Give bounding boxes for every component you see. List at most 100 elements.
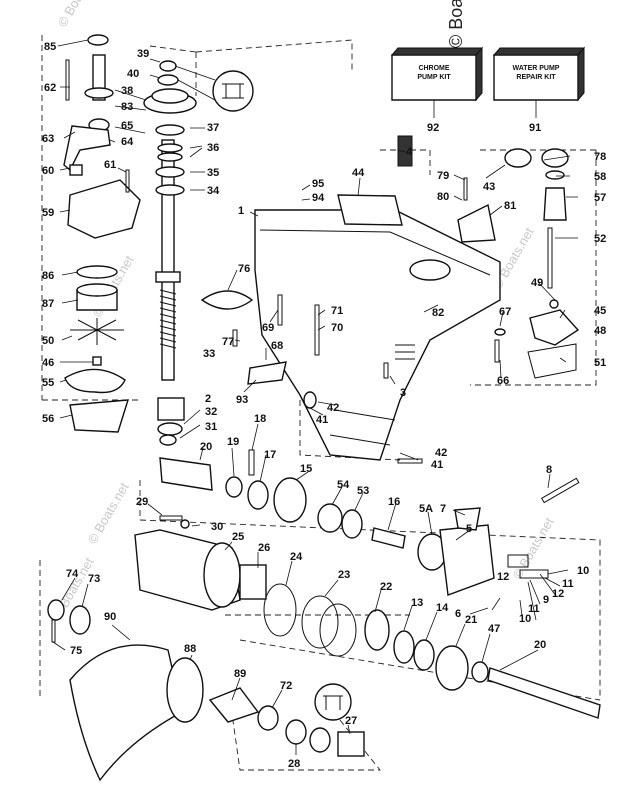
callout-67: 67 xyxy=(499,306,511,318)
callout-5: 5 xyxy=(466,523,472,535)
callout-76: 76 xyxy=(238,263,250,275)
bearing-carrier xyxy=(134,515,601,719)
callout-30: 30 xyxy=(211,521,223,533)
callout-53: 53 xyxy=(357,485,369,497)
callout-64: 64 xyxy=(121,136,134,148)
callout-1: 1 xyxy=(238,205,244,217)
assembly-boundary-housing xyxy=(195,39,431,461)
callout-42b: 42 xyxy=(435,447,447,459)
callout-13: 13 xyxy=(411,597,423,609)
callout-6: 6 xyxy=(455,608,461,620)
callout-88: 88 xyxy=(184,643,196,655)
callout-43: 43 xyxy=(483,181,495,193)
callouts: 85 62 39 40 38 83 65 64 63 37 36 35 34 6… xyxy=(42,41,606,770)
callout-56: 56 xyxy=(42,413,54,425)
callout-52: 52 xyxy=(594,233,606,245)
callout-29: 29 xyxy=(136,496,148,508)
callout-36: 36 xyxy=(207,142,219,154)
callout-32: 32 xyxy=(205,406,217,418)
callout-12: 12 xyxy=(497,571,509,583)
callout-70: 70 xyxy=(331,322,343,334)
callout-90: 90 xyxy=(104,611,116,623)
callout-82: 82 xyxy=(432,307,444,319)
callout-23: 23 xyxy=(338,569,350,581)
callout-95: 95 xyxy=(312,178,324,190)
callout-37: 37 xyxy=(207,122,219,134)
callout-85: 85 xyxy=(44,41,56,53)
callout-4: 4 xyxy=(406,146,413,158)
callout-42: 42 xyxy=(327,402,339,414)
callout-17: 17 xyxy=(264,449,276,461)
leader-lines xyxy=(52,39,578,755)
anode-4 xyxy=(397,135,413,167)
callout-59: 59 xyxy=(42,207,54,219)
callout-11: 11 xyxy=(562,578,574,590)
callout-41b: 41 xyxy=(431,459,443,471)
callout-73: 73 xyxy=(88,573,100,585)
callout-5a: 5A xyxy=(419,503,433,515)
callout-20: 20 xyxy=(200,441,212,453)
callout-58: 58 xyxy=(594,171,606,183)
callout-69: 69 xyxy=(262,322,274,334)
pump-housing-stack xyxy=(143,60,197,196)
callout-72: 72 xyxy=(280,680,292,692)
callout-39: 39 xyxy=(137,48,149,60)
callout-79: 79 xyxy=(437,170,449,182)
callout-25: 25 xyxy=(232,531,244,543)
watermark-1: © Boats.net xyxy=(55,0,102,29)
callout-66: 66 xyxy=(497,375,509,387)
callout-51: 51 xyxy=(594,357,606,369)
callout-81: 81 xyxy=(504,200,516,212)
callout-19: 19 xyxy=(227,436,239,448)
callout-71: 71 xyxy=(331,305,343,317)
callout-75: 75 xyxy=(70,645,82,657)
callout-54: 54 xyxy=(337,479,350,491)
assembly-boundary-right xyxy=(470,149,597,386)
svg-text:PUMP KIT: PUMP KIT xyxy=(417,74,451,81)
callout-27: 27 xyxy=(345,715,357,727)
callout-57: 57 xyxy=(594,192,606,204)
callout-45: 45 xyxy=(594,305,606,317)
callout-89: 89 xyxy=(234,668,246,680)
assembly-boundary-lower xyxy=(39,480,601,701)
callout-7: 7 xyxy=(440,503,446,515)
callout-26: 26 xyxy=(258,542,270,554)
left-upper-parts xyxy=(63,34,141,433)
callout-11b: 11 xyxy=(528,603,540,615)
callout-60: 60 xyxy=(42,165,54,177)
callout-83: 83 xyxy=(121,101,133,113)
callout-35: 35 xyxy=(207,167,219,179)
callout-50: 50 xyxy=(42,335,54,347)
callout-14: 14 xyxy=(436,602,449,614)
callout-63: 63 xyxy=(42,133,54,145)
callout-31: 31 xyxy=(205,421,217,433)
callout-9: 9 xyxy=(543,594,549,606)
callout-22: 22 xyxy=(380,581,392,593)
callout-16: 16 xyxy=(388,496,400,508)
callout-33: 33 xyxy=(203,348,215,360)
callout-68: 68 xyxy=(271,340,283,352)
callout-3: 3 xyxy=(400,387,406,399)
callout-44: 44 xyxy=(352,167,365,179)
callout-94: 94 xyxy=(312,192,325,204)
callout-40: 40 xyxy=(127,68,139,80)
callout-49: 49 xyxy=(531,277,543,289)
callout-55: 55 xyxy=(42,377,54,389)
svg-text:CHROME: CHROME xyxy=(418,65,449,72)
callout-10b: 10 xyxy=(519,613,531,625)
callout-77: 77 xyxy=(222,336,234,348)
callout-92: 92 xyxy=(427,122,439,134)
callout-80: 80 xyxy=(437,191,449,203)
corner-watermark: © Boats.net xyxy=(446,0,466,48)
callout-20b: 20 xyxy=(534,639,546,651)
callout-28: 28 xyxy=(288,758,300,770)
callout-62: 62 xyxy=(44,82,56,94)
callout-74: 74 xyxy=(66,568,79,580)
driveshaft xyxy=(155,139,181,381)
callout-34: 34 xyxy=(207,185,220,197)
callout-86: 86 xyxy=(42,270,54,282)
callout-46: 46 xyxy=(42,357,54,369)
callout-15: 15 xyxy=(300,463,312,475)
svg-text:REPAIR KIT: REPAIR KIT xyxy=(516,74,556,81)
